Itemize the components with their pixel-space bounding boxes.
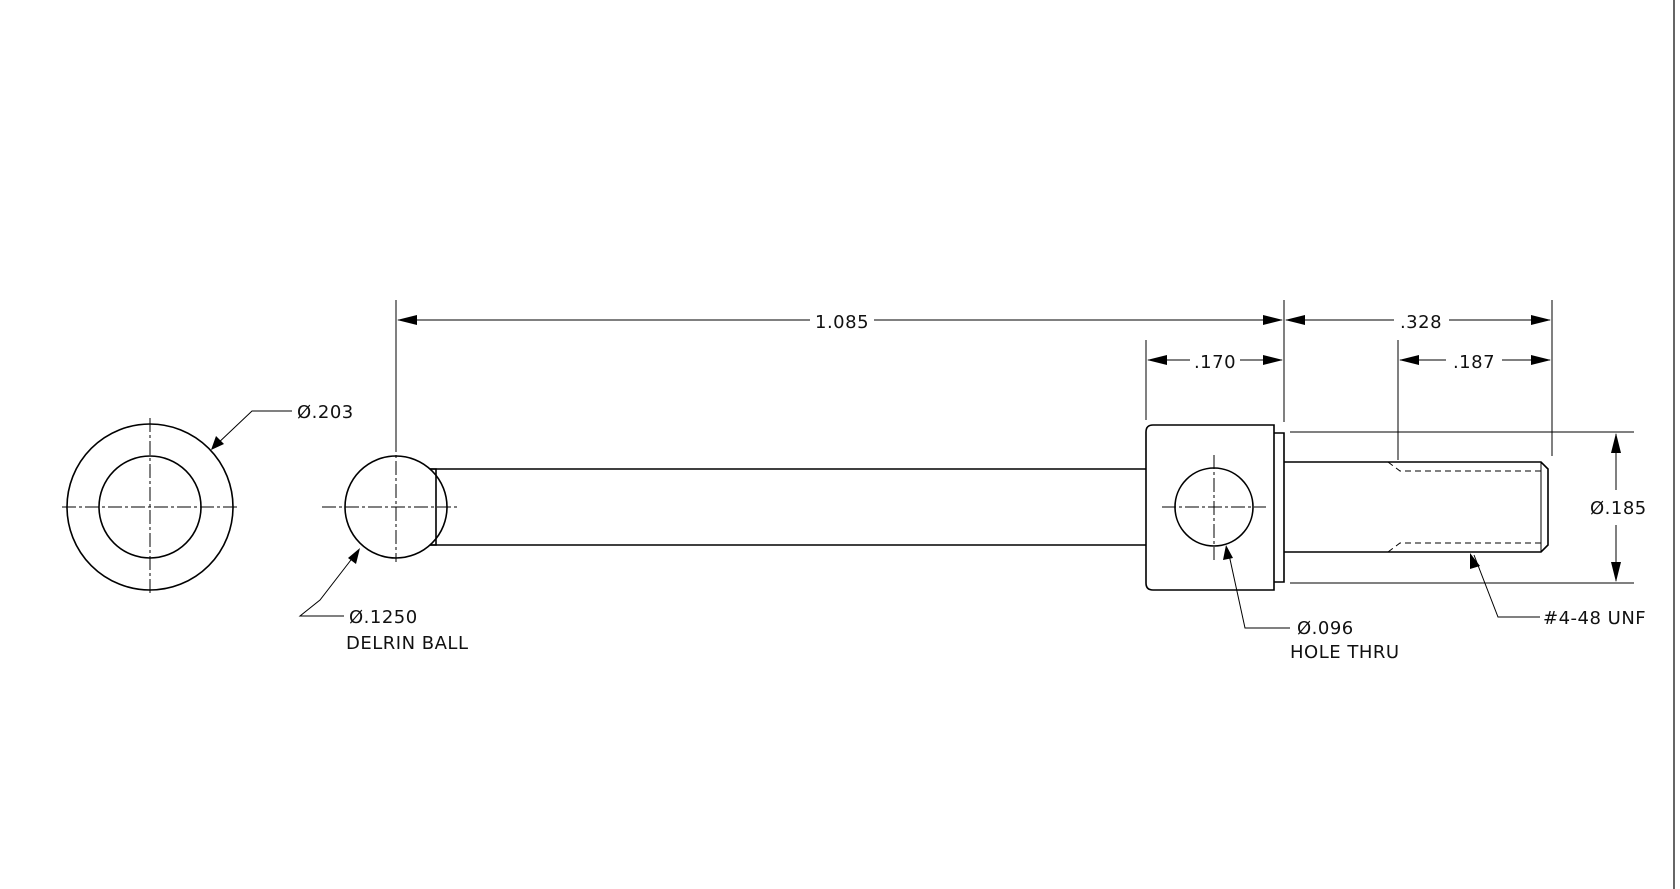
head-diameter-leader xyxy=(214,410,292,447)
thread-length-arrow-right xyxy=(1531,355,1551,365)
thread-section-arrow-left xyxy=(1285,315,1305,325)
overall-length-label: 1.085 xyxy=(815,312,869,333)
dimensions: 1.085 .328 .170 .187 Ø.185 xyxy=(395,300,1647,584)
block-width-arrow-right xyxy=(1263,355,1283,365)
head-diameter-arrow xyxy=(211,436,224,450)
end-view: Ø.203 xyxy=(62,402,354,596)
callouts: Ø.1250 DELRIN BALL Ø.096 HOLE THRU #4-48… xyxy=(298,545,1646,663)
ball-material-label: DELRIN BALL xyxy=(346,633,468,654)
thread-section-label: .328 xyxy=(1400,312,1442,333)
hole-callout-leader xyxy=(1227,549,1290,629)
cross-block xyxy=(1145,424,1275,591)
ball-callout-leader xyxy=(298,555,355,617)
thread-length-label: .187 xyxy=(1453,352,1495,373)
thread-callout-leader xyxy=(1473,554,1540,618)
thread-callout-arrow xyxy=(1470,553,1480,569)
block-step xyxy=(1274,432,1285,583)
head-diameter-label: Ø.203 xyxy=(297,402,354,423)
thread-minor-bottom xyxy=(1387,542,1541,553)
overall-length-arrow-right xyxy=(1263,315,1283,325)
side-view xyxy=(322,300,1549,591)
block-width-arrow-left xyxy=(1147,355,1167,365)
thread-spec-label: #4-48 UNF xyxy=(1543,608,1646,629)
hole-callout-arrow xyxy=(1223,545,1233,560)
overall-length-prefix: 1 xyxy=(815,312,827,333)
hole-diameter-label: Ø.096 xyxy=(1297,618,1354,639)
ball-callout-arrow xyxy=(348,548,360,564)
overall-length-arrow-left xyxy=(397,315,417,325)
thread-section-arrow-right xyxy=(1531,315,1551,325)
threaded-shank xyxy=(1284,461,1549,553)
thread-length-arrow-left xyxy=(1399,355,1419,365)
ball-diameter-label: Ø.1250 xyxy=(349,607,418,628)
shank-dia-arrow-bottom xyxy=(1611,562,1621,582)
shank-diameter-label: Ø.185 xyxy=(1590,498,1647,519)
block-width-label: .170 xyxy=(1194,352,1236,373)
thread-minor-top xyxy=(1387,461,1541,472)
overall-length-value: .085 xyxy=(827,312,869,333)
hole-type-label: HOLE THRU xyxy=(1290,642,1400,663)
shank-dia-arrow-top xyxy=(1611,433,1621,453)
